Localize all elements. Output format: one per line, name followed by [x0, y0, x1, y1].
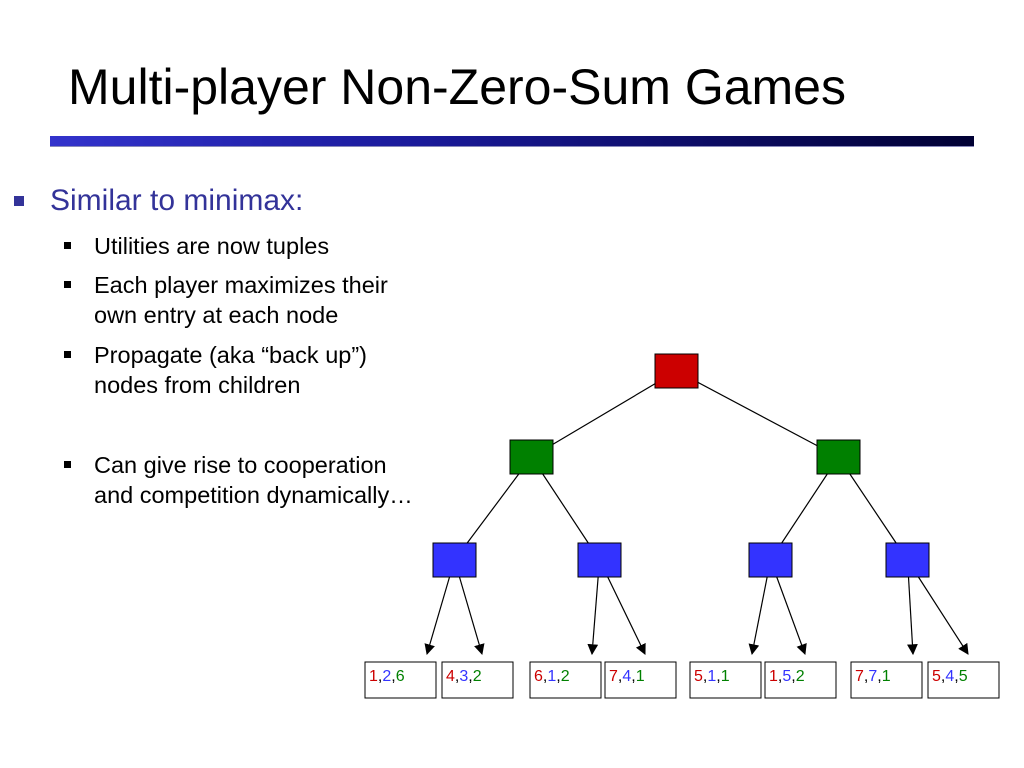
main-bullet-text: Similar to minimax: — [50, 184, 304, 217]
leaf-box — [604, 661, 677, 699]
slide-title: Multi-player Non-Zero-Sum Games — [68, 59, 846, 115]
utility-value: 5 — [694, 668, 703, 685]
leaf-utility-tuple: 5,1,1 — [694, 668, 730, 685]
title-underline-bar — [50, 136, 974, 146]
tree-nodes — [432, 353, 930, 578]
utility-separator: , — [455, 668, 459, 685]
utility-separator: , — [954, 668, 958, 685]
utility-separator: , — [631, 668, 635, 685]
level1-node — [509, 439, 554, 475]
utility-value: 3 — [459, 668, 468, 685]
title-underline-shadow — [50, 146, 974, 147]
square-bullet-icon — [64, 281, 71, 288]
utility-value: 1 — [721, 668, 730, 685]
level1-node — [816, 439, 861, 475]
tree-edge — [676, 370, 840, 458]
leaf-box — [441, 661, 514, 699]
leaf-utility-tuple: 7,4,1 — [609, 668, 645, 685]
utility-value: 1 — [369, 668, 378, 685]
utility-value: 2 — [473, 668, 482, 685]
leaf-box — [850, 661, 923, 699]
utility-separator: , — [941, 668, 945, 685]
utility-value: 1 — [769, 668, 778, 685]
utility-value: 4 — [945, 668, 954, 685]
leaf-box — [689, 661, 762, 699]
utility-value: 4 — [446, 668, 455, 685]
utility-value: 7 — [855, 668, 864, 685]
leaf-utility-tuple: 4,3,2 — [446, 668, 482, 685]
square-bullet-icon — [64, 461, 71, 468]
square-bullet-icon — [14, 196, 24, 206]
utility-value: 2 — [796, 668, 805, 685]
leaf-utility-tuple: 5,4,5 — [932, 668, 968, 685]
leaf-box — [927, 661, 1000, 699]
tree-edge — [530, 370, 677, 458]
utility-value: 4 — [622, 668, 631, 685]
utility-separator: , — [556, 668, 560, 685]
square-bullet-icon — [64, 242, 71, 249]
utility-value: 2 — [382, 668, 391, 685]
level2-node — [577, 542, 622, 578]
leaf-utility-tuple: 1,5,2 — [769, 668, 805, 685]
leaf-box — [764, 661, 837, 699]
leaf-utility-tuple: 1,2,6 — [369, 668, 405, 685]
utility-value: 6 — [534, 668, 543, 685]
utility-separator: , — [877, 668, 881, 685]
utility-separator: , — [378, 668, 382, 685]
leaf-box — [364, 661, 437, 699]
utility-separator: , — [468, 668, 472, 685]
utility-value: 2 — [561, 668, 570, 685]
utility-separator: , — [543, 668, 547, 685]
level2-node — [748, 542, 793, 578]
utility-separator: , — [864, 668, 868, 685]
utility-separator: , — [618, 668, 622, 685]
utility-separator: , — [703, 668, 707, 685]
utility-value: 6 — [396, 668, 405, 685]
sub-bullet-text: Propagate (aka “back up”)nodes from chil… — [94, 342, 368, 398]
utility-separator: , — [716, 668, 720, 685]
level2-node — [432, 542, 477, 578]
sub-bullet-text: Utilities are now tuples — [94, 233, 330, 259]
utility-value: 5 — [782, 668, 791, 685]
utility-separator: , — [391, 668, 395, 685]
root-node — [654, 353, 699, 389]
utility-value: 7 — [868, 668, 877, 685]
leaf-utility-tuple: 7,7,1 — [855, 668, 891, 685]
leaf-box — [529, 661, 602, 699]
tree-edges — [424, 370, 969, 656]
utility-value: 1 — [882, 668, 891, 685]
utility-separator: , — [791, 668, 795, 685]
utility-value: 1 — [636, 668, 645, 685]
utility-value: 1 — [707, 668, 716, 685]
square-bullet-icon — [64, 351, 71, 358]
utility-value: 1 — [547, 668, 556, 685]
utility-separator: , — [778, 668, 782, 685]
utility-value: 7 — [609, 668, 618, 685]
leaf-utility-tuple: 6,1,2 — [534, 668, 570, 685]
utility-value: 5 — [932, 668, 941, 685]
utility-value: 5 — [959, 668, 968, 685]
level2-node — [885, 542, 930, 578]
